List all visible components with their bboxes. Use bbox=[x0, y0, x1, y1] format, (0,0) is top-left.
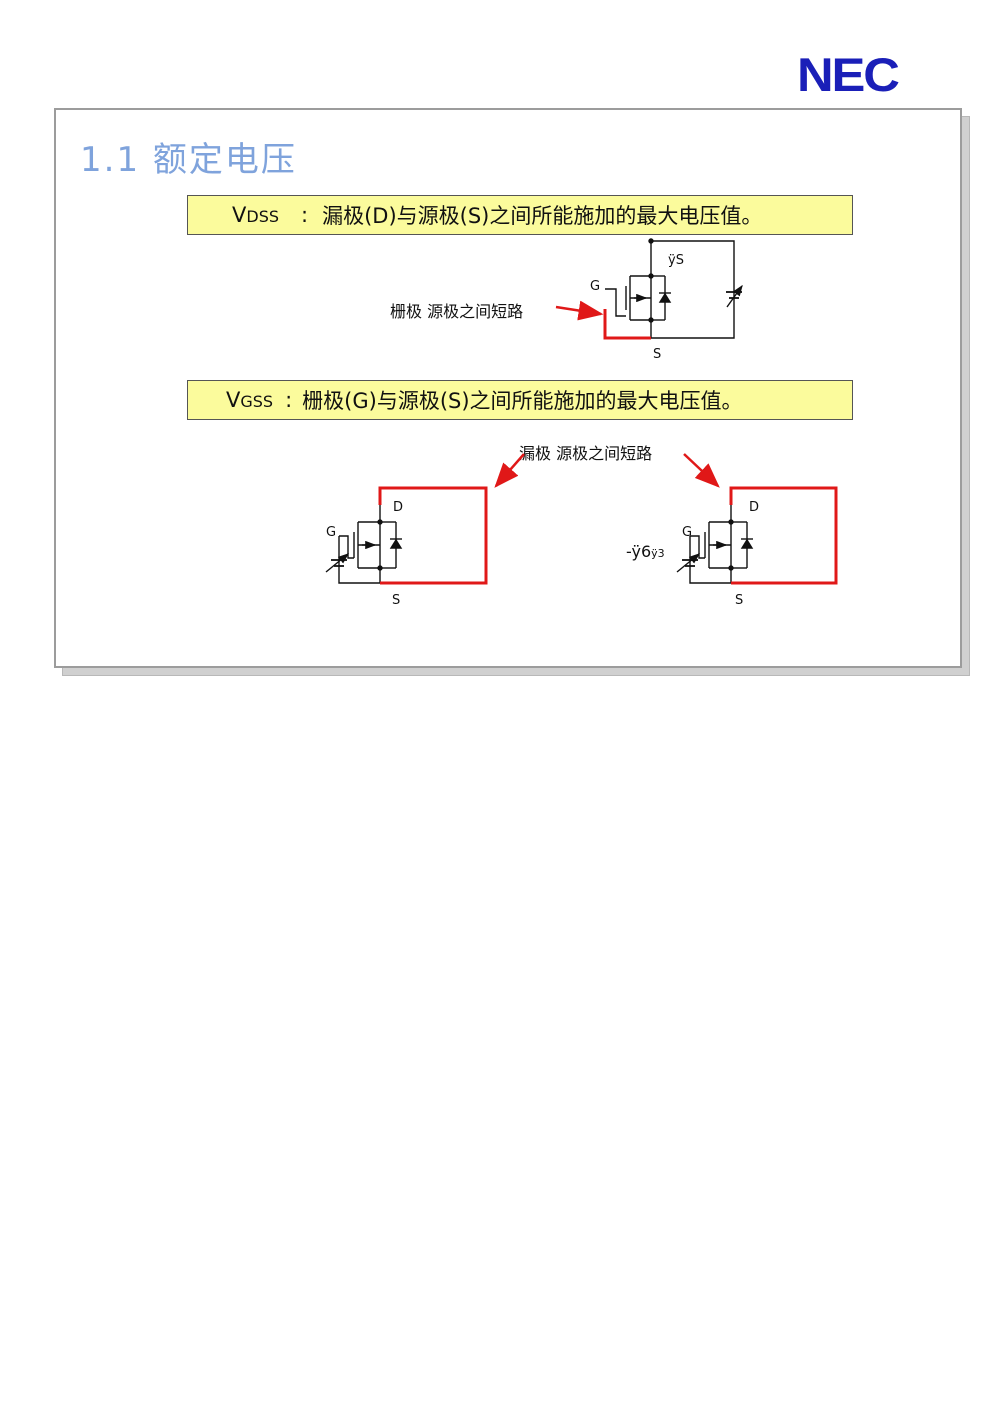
vgss-definition-box: VGSS : 栅极(G)与源极(S)之间所能施加的最大电压值。 bbox=[187, 380, 853, 420]
vgss-symbol: VGSS bbox=[226, 388, 274, 412]
diagram2-right-short-wire bbox=[729, 486, 838, 585]
diagram1-short-wire bbox=[603, 309, 651, 340]
diagram2-right-garbled-label: -ÿ6ÿ3 bbox=[626, 542, 665, 561]
vgss-definition-text: 栅极(G)与源极(S)之间所能施加的最大电压值。 bbox=[302, 389, 743, 413]
circuit-diagrams bbox=[325, 238, 838, 585]
diagram2-left-pin-s: S bbox=[392, 593, 401, 608]
diagram2-right-pin-s: S bbox=[735, 593, 744, 608]
diagram1-pin-d: ÿS bbox=[668, 253, 684, 268]
diagram2-right-pin-g: G bbox=[682, 525, 693, 540]
vdss-definition-box: VDSS : 漏极(D)与源极(S)之间所能施加的最大电压值。 bbox=[187, 195, 853, 235]
nec-logo: NEC bbox=[797, 48, 900, 101]
diagram2-left-pin-g: G bbox=[326, 525, 337, 540]
slide-title: 1.1 额定电压 bbox=[80, 140, 297, 180]
diagram2-left-pin-d: D bbox=[393, 500, 404, 515]
slide-panel: 1.1 额定电压 VDSS : 漏极(D)与源极(S)之间所能施加的最大电压值。… bbox=[54, 108, 962, 668]
diagram2-right-circuit bbox=[676, 505, 754, 584]
vgss-separator: : bbox=[285, 388, 293, 412]
diagram1-circuit bbox=[605, 238, 743, 339]
gs-short-annotation: 栅极 源极之间短路 bbox=[390, 302, 524, 321]
ds-short-annotation: 漏极 源极之间短路 bbox=[519, 444, 653, 463]
diagram2-left-circuit bbox=[325, 505, 403, 584]
diagram1-pin-s: S bbox=[653, 347, 662, 362]
vdss-separator: : bbox=[301, 203, 309, 227]
diagram2-left-short-wire bbox=[378, 486, 488, 585]
diagram2-left-annotation-arrow bbox=[494, 453, 525, 488]
diagram1-annotation-arrow bbox=[555, 300, 604, 321]
vdss-symbol: VDSS bbox=[232, 203, 280, 227]
diagram2-right-annotation-arrow bbox=[683, 453, 720, 488]
vdss-definition-text: 漏极(D)与源极(S)之间所能施加的最大电压值。 bbox=[322, 204, 763, 228]
diagram2-right-pin-d: D bbox=[749, 500, 760, 515]
diagram1-pin-g: G bbox=[590, 279, 601, 294]
